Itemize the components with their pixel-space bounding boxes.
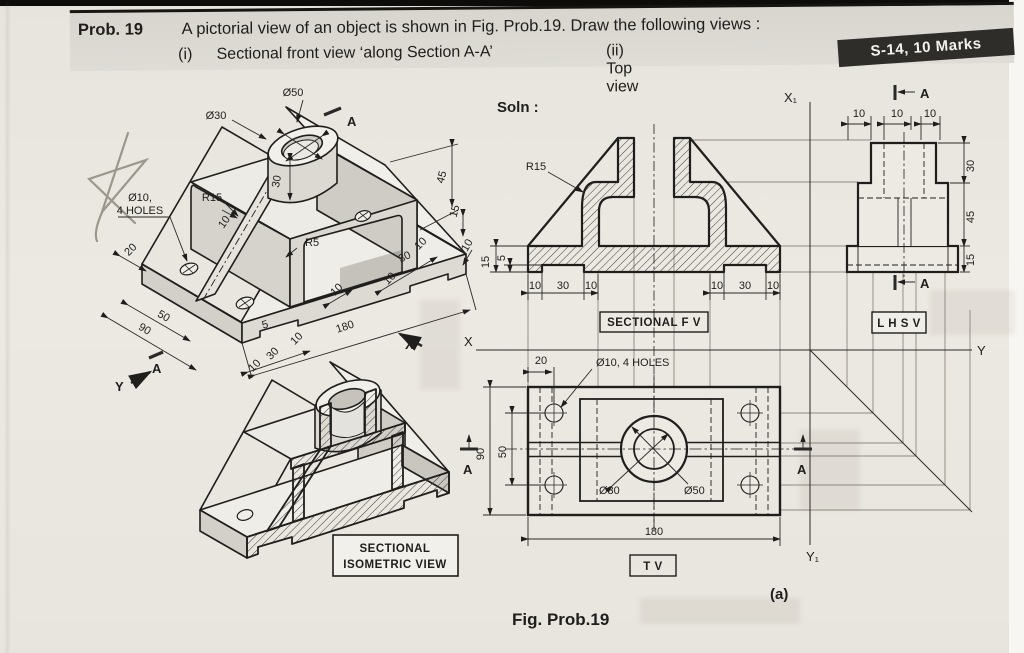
dim-label: 15 bbox=[480, 256, 492, 268]
section-label: A bbox=[797, 462, 807, 477]
top-view-dimensions bbox=[460, 367, 812, 546]
holes-note: Ø10, bbox=[128, 192, 152, 204]
dim-label: 180 bbox=[334, 319, 355, 336]
axis-label-y: Y bbox=[115, 379, 124, 394]
problem-number: Prob. 19 bbox=[77, 20, 144, 40]
dim-label: 30 bbox=[270, 174, 284, 188]
dim-label: 10 bbox=[891, 108, 903, 120]
dim-label: 10 bbox=[711, 280, 723, 292]
scan-right-edge bbox=[1009, 0, 1024, 653]
dim-label: Ø30 bbox=[599, 485, 620, 497]
star-doodle bbox=[86, 131, 150, 243]
page-crease bbox=[6, 0, 9, 653]
lhsv-title-box: L H S V bbox=[871, 311, 927, 334]
holes-note: 4 HOLES bbox=[117, 205, 163, 217]
axis-label-y1: Y₁ bbox=[806, 549, 820, 564]
dim-label: 50 bbox=[497, 446, 509, 458]
sub-caption: (a) bbox=[770, 586, 789, 603]
pictorial-dimensions bbox=[100, 99, 477, 390]
holes-note: Ø10, 4 HOLES bbox=[596, 357, 669, 369]
sectional-isometric-view bbox=[199, 361, 450, 559]
dim-label: R5 bbox=[305, 237, 319, 249]
reference-axes bbox=[476, 102, 973, 545]
sectional-fv-labels: R15 15 5 10 30 10 10 30 10 bbox=[480, 161, 779, 292]
dim-label: 30 bbox=[397, 249, 413, 265]
dim-label: 50 bbox=[155, 308, 172, 325]
section-label: A bbox=[152, 361, 162, 376]
dim-label: 45 bbox=[965, 211, 977, 223]
dim-label: 30 bbox=[965, 160, 977, 172]
dim-label: 5 bbox=[261, 319, 270, 332]
dim-label: 10 bbox=[924, 108, 936, 120]
lhsv-dimensions bbox=[840, 85, 970, 290]
dim-label: Ø50 bbox=[684, 485, 705, 497]
dim-label: 10 bbox=[288, 330, 305, 347]
dim-label: Ø50 bbox=[283, 87, 304, 99]
top-view-labels: 20 Ø10, 4 HOLES 90 50 Ø30 Ø50 180 A A bbox=[463, 355, 807, 538]
dim-label: 10 bbox=[767, 280, 779, 292]
bleedthrough-mark bbox=[930, 290, 1015, 335]
dim-label: 15 bbox=[448, 204, 463, 219]
dim-label: 180 bbox=[645, 526, 663, 538]
dim-label: 15 bbox=[965, 254, 977, 266]
view-title: L H S V bbox=[877, 318, 921, 330]
axis-label-x: X bbox=[464, 334, 473, 349]
dim-label: 10 bbox=[216, 214, 233, 231]
dim-label: 30 bbox=[264, 345, 281, 362]
figure-caption: Fig. Prob.19 bbox=[512, 610, 610, 629]
item-ii-number: (ii) bbox=[606, 42, 624, 60]
sectional-iso-label-box: SECTIONAL ISOMETRIC VIEW bbox=[332, 534, 459, 577]
dim-label: 45 bbox=[435, 170, 450, 185]
dim-label: 5 bbox=[496, 255, 508, 261]
pictorial-labels: Ø50 Ø30 A 45 30 R15 R5 15 10 10 Ø10, 4 H… bbox=[115, 87, 476, 394]
dim-label: 20 bbox=[122, 241, 139, 258]
dim-label: R15 bbox=[202, 192, 222, 204]
scan-top-edge bbox=[0, 0, 1024, 6]
dim-label: Ø30 bbox=[206, 110, 227, 122]
section-label: A bbox=[920, 276, 930, 291]
dim-label: 10 bbox=[853, 108, 865, 120]
dim-label: R15 bbox=[526, 161, 546, 173]
dim-label: 10 bbox=[459, 237, 476, 254]
section-label: A bbox=[463, 462, 473, 477]
axis-label-x1: X₁ bbox=[784, 90, 798, 105]
figure-canvas: Ø50 Ø30 A 45 30 R15 R5 15 10 10 Ø10, 4 H… bbox=[86, 85, 986, 577]
axis-label-y: Y bbox=[977, 343, 986, 358]
solution-label: Soln : bbox=[497, 99, 539, 116]
top-view-title-box: T V bbox=[629, 554, 677, 577]
view-title: SECTIONAL bbox=[360, 543, 431, 555]
dim-label: 10 bbox=[529, 280, 541, 292]
miter-line bbox=[809, 349, 973, 513]
problem-statement: Prob. 19 A pictorial view of an object i… bbox=[78, 15, 761, 40]
axis-label-x: X bbox=[405, 337, 414, 352]
dim-label: 30 bbox=[557, 280, 569, 292]
view-title: SECTIONAL F V bbox=[607, 317, 701, 329]
top-view bbox=[505, 375, 803, 530]
problem-text: A pictorial view of an object is shown i… bbox=[181, 15, 761, 39]
dim-label: 20 bbox=[535, 355, 547, 367]
section-label: A bbox=[347, 114, 357, 129]
bleedthrough-mark bbox=[640, 598, 800, 624]
dim-label: 90 bbox=[475, 448, 487, 460]
left-hand-side-view bbox=[845, 132, 960, 285]
sectional-fv-title-box: SECTIONAL F V bbox=[599, 311, 709, 333]
dim-label: 30 bbox=[739, 280, 751, 292]
view-title: ISOMETRIC VIEW bbox=[343, 559, 446, 571]
sectional-fv-dimensions bbox=[490, 171, 781, 300]
pictorial-view bbox=[141, 106, 467, 344]
section-label: A bbox=[920, 86, 930, 101]
view-title: T V bbox=[643, 561, 662, 573]
lhsv-labels: A A 10 10 10 30 45 15 bbox=[853, 86, 977, 291]
dim-label: 10 bbox=[585, 280, 597, 292]
dim-label: 90 bbox=[136, 321, 153, 338]
